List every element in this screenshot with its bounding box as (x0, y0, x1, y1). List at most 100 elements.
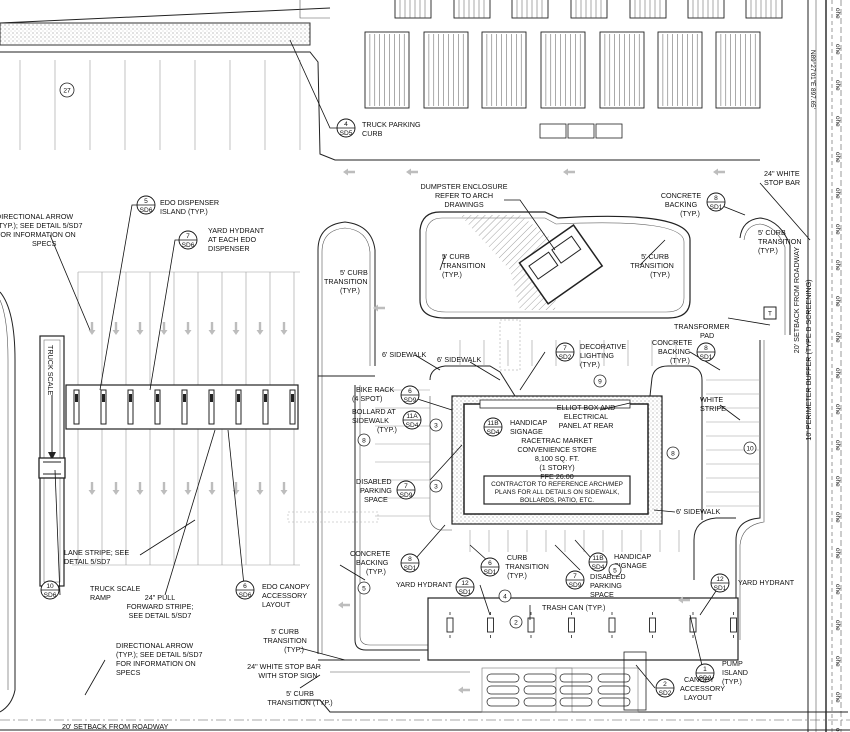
store-type: CONVENIENCE STORE (517, 445, 597, 454)
edo-dispenser (73, 389, 80, 425)
ohe-label: ohe (834, 8, 841, 19)
edo-dispenser (208, 389, 215, 425)
fuel-pump (568, 617, 575, 633)
traffic-arrow (112, 482, 120, 495)
detail-tag-number: 7 (404, 483, 408, 490)
traffic-arrow (232, 322, 240, 335)
fuel-pump (689, 617, 697, 633)
ohe-label: ohe (834, 548, 841, 559)
ohe-label: ohe (834, 44, 841, 55)
fuel-tank (523, 697, 557, 707)
trailer-rack (715, 31, 761, 109)
store-walk-right (649, 365, 703, 520)
edo-dispenser-head (102, 394, 105, 402)
crosswalk-top (499, 319, 521, 371)
traffic-arrow (184, 322, 192, 335)
parking-count-text: 2 (514, 619, 518, 626)
traffic-arrow (112, 322, 120, 335)
ohe-labels: oheoheoheoheoheoheoheoheoheoheoheoheoheo… (834, 8, 841, 732)
edo-dispenser-head (183, 394, 186, 402)
traffic-arrow (678, 596, 690, 604)
parking-count-text: 5 (613, 567, 617, 574)
parking-count-text: 3 (434, 422, 438, 429)
traffic-arrow (88, 482, 96, 495)
fuel-tank (523, 685, 557, 695)
parking-count-text: 8 (362, 437, 366, 444)
parking-count-circle (666, 446, 680, 460)
traffic-arrow (88, 322, 96, 335)
traffic-arrow (136, 322, 144, 335)
ohe-label: ohe (834, 80, 841, 91)
ohe-label: ohe (834, 332, 841, 343)
parking-count-circle (429, 418, 443, 432)
edo-dispenser (127, 389, 134, 425)
edo-dispenser-head (237, 394, 240, 402)
parking-count-text: 3 (434, 483, 438, 490)
fuel-tank (559, 685, 593, 695)
parking-count-27 (59, 82, 75, 98)
traffic-arrow (256, 322, 264, 335)
dir-arrow-low-label: DIRECTIONAL ARROW(TYP.); SEE DETAIL 5/SD… (116, 641, 203, 677)
left-truck-curve (0, 291, 16, 713)
traffic-arrow (280, 482, 288, 495)
edo-dispenser-head (291, 394, 294, 402)
detail-tag-sheet: SD6 (239, 592, 252, 599)
detail-tag-number: 11B (592, 555, 604, 562)
trailer-rack-top (453, 0, 491, 19)
ohe-label: ohe (834, 404, 841, 415)
truck-parking-stalls: 27 (19, 60, 301, 150)
traffic-arrow (208, 482, 216, 495)
traffic-arrow (458, 686, 470, 694)
trailer-rack (481, 31, 527, 109)
detail-tag-sheet: SD2 (659, 690, 672, 697)
detail-tag-number: 8 (714, 195, 718, 202)
ohe-label: ohe (834, 692, 841, 703)
store-building: RACETRAC MARKET CONVENIENCE STORE 8,100 … (451, 395, 663, 525)
detail-tag-sheet: SD6 (44, 592, 57, 599)
fuel-pump (730, 617, 737, 633)
transformer-pad (763, 306, 777, 320)
trailer-rack-top (745, 0, 783, 19)
detail-tag-number: 2 (663, 681, 667, 688)
ohe-label: ohe (834, 584, 841, 595)
traffic-arrow (160, 322, 168, 335)
fuel-tank (597, 673, 631, 683)
ohe-label: ohe (834, 476, 841, 487)
detail-tag-sheet: SD6 (140, 207, 153, 214)
detail-tag-number: 5 (144, 198, 148, 205)
detail-tag-number: 12 (716, 576, 724, 583)
edo-dispenser (100, 389, 107, 425)
fuel-tank (597, 697, 631, 707)
edo-dispenser-area (65, 271, 300, 566)
detail-tag-sheet: SD9 (404, 397, 417, 404)
fuel-tank (523, 673, 557, 683)
detail-tag-number: 8 (408, 556, 412, 563)
